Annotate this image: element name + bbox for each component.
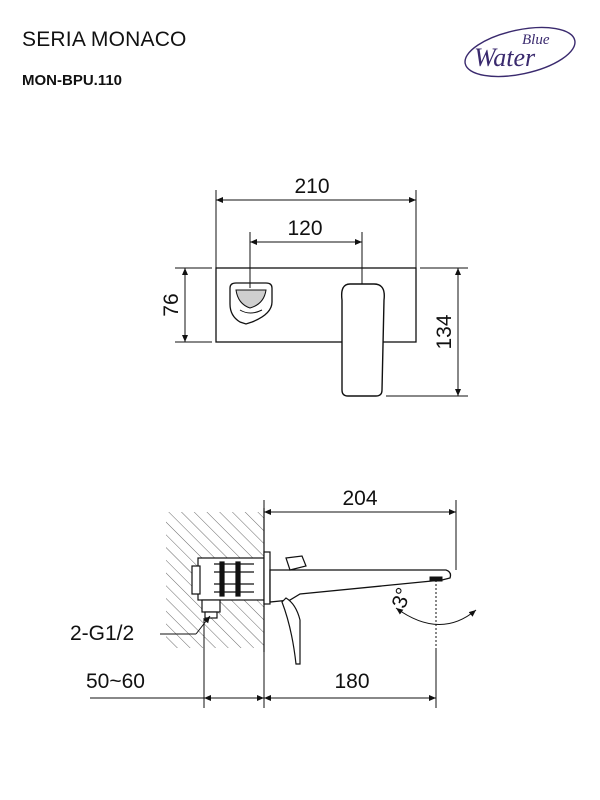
dim-connection-label: 2-G1/2 [70,622,134,645]
logo-word-blue: Blue [522,32,550,48]
dim-120-label: 120 [287,217,322,240]
model-code: MON-BPU.110 [22,72,123,89]
logo-word-water: Water [474,43,536,72]
dim-50-60-label: 50~60 [86,670,145,693]
angle-arc [395,607,477,625]
series-title: SERIA MONACO [22,28,187,51]
dim-76-label: 76 [160,293,183,316]
wall-plate [215,267,417,343]
dim-180-label: 180 [334,670,369,693]
brand-logo: Blue Water [464,26,576,78]
front-view [175,190,468,397]
lever-handle [340,283,385,397]
dim-134-label: 134 [433,314,456,349]
cover-plate [263,551,271,605]
dim-204-label: 204 [342,487,377,510]
dim-angle-label: 3° [388,585,416,611]
side-view [90,500,477,708]
concealed-body [191,557,265,619]
side-lever [281,597,301,665]
dim-210-label: 210 [294,175,329,198]
spout-outlet [229,282,273,325]
spout [269,569,452,603]
